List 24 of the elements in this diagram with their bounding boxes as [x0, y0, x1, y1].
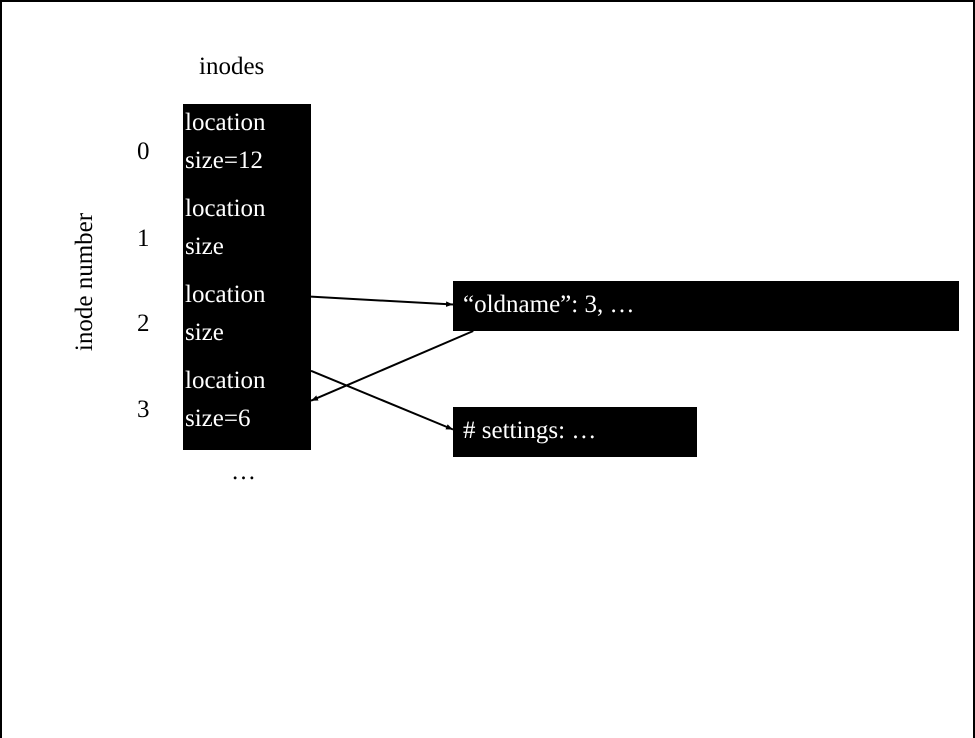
- cell-text: size=6: [185, 404, 250, 434]
- inode-cell: [183, 362, 311, 450]
- cell-text: location: [185, 108, 266, 138]
- cell-text: “oldname”: 3, …: [463, 290, 634, 320]
- cell-text: size=12: [185, 146, 263, 176]
- axis-label: inode number: [70, 212, 100, 352]
- cell-text: # settings: …: [463, 416, 596, 446]
- index-number: 0: [137, 137, 150, 167]
- cell-text: size: [185, 318, 224, 348]
- cell-text: location: [185, 194, 266, 224]
- arrow: [310, 330, 474, 402]
- cell-text: location: [185, 366, 266, 396]
- cell-text: size: [185, 232, 224, 262]
- index-number: 3: [137, 395, 150, 425]
- index-number: 1: [137, 224, 150, 254]
- data-block: [453, 281, 959, 331]
- cell-text: location: [185, 280, 266, 310]
- ellipsis-text: …: [231, 457, 256, 487]
- arrow: [310, 370, 454, 430]
- data-block: [453, 407, 697, 457]
- index-number: 2: [137, 309, 150, 339]
- arrow: [310, 296, 454, 307]
- inode-cell: [183, 104, 311, 190]
- column-heading: inodes: [199, 52, 264, 82]
